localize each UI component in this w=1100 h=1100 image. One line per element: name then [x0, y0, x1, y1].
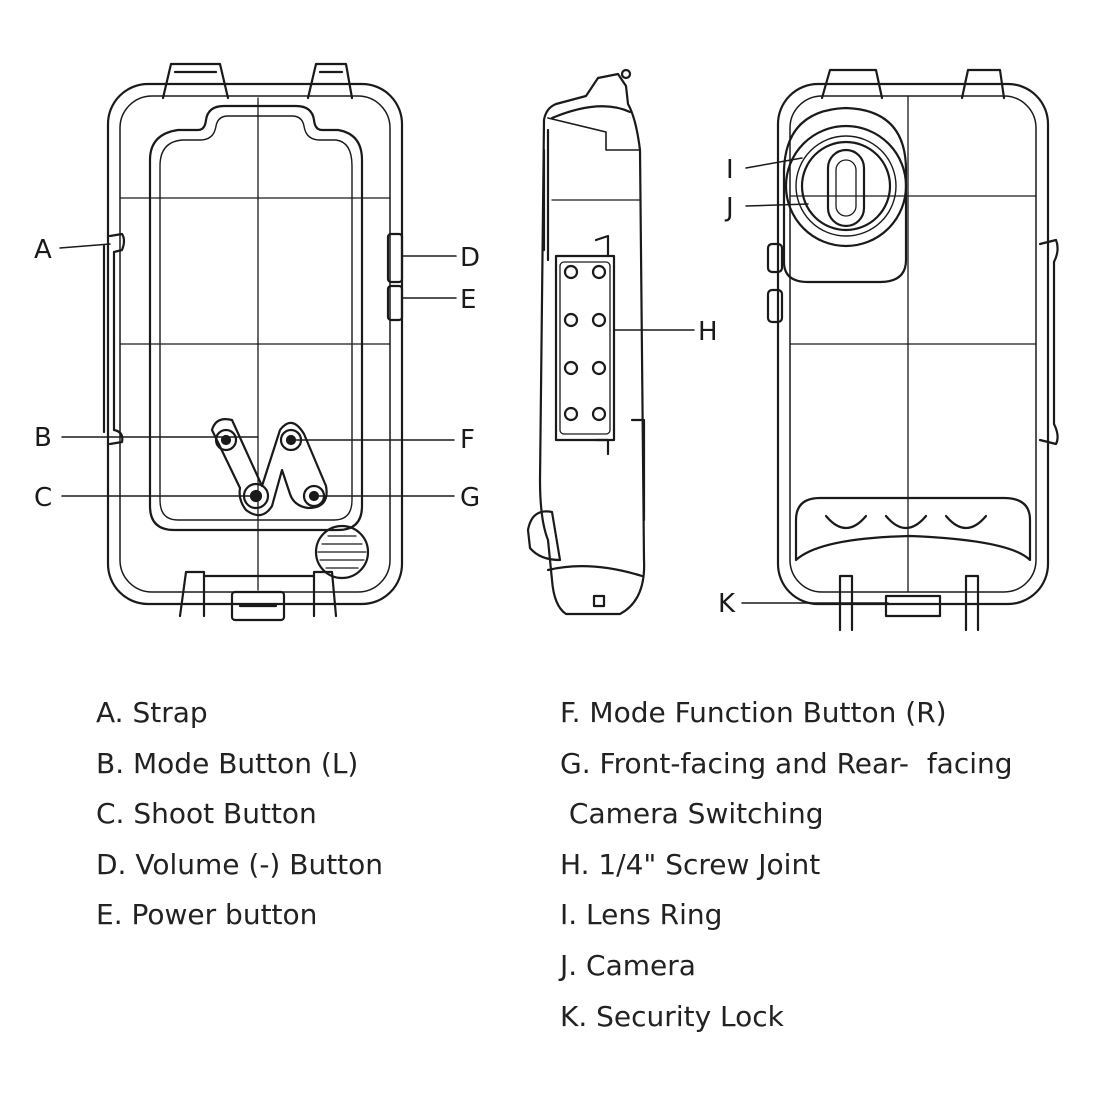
- back-view: [741, 68, 1059, 632]
- screw-holes: [563, 264, 607, 422]
- front-outer-shell: [106, 82, 404, 606]
- front-bottom-lock: [230, 590, 286, 622]
- volume-button: [386, 232, 404, 284]
- mode-button-l: [214, 428, 238, 452]
- legend-item-c: C. Shoot Button: [96, 797, 317, 831]
- legend-item-h: H. 1/4" Screw Joint: [560, 847, 821, 881]
- back-strap: [1038, 238, 1059, 446]
- legend-item-b: B. Mode Button (L): [96, 746, 359, 780]
- button-group: [210, 418, 328, 517]
- callout-g: G: [460, 483, 480, 513]
- callout-i: I: [726, 155, 734, 185]
- legend-item-f: F. Mode Function Button (R): [560, 696, 947, 729]
- legend-item-k: K. Security Lock: [560, 999, 784, 1033]
- legend-item-g-continued: Camera Switching: [560, 797, 824, 831]
- screw-plate: [554, 254, 616, 442]
- callout-h: H: [698, 317, 718, 347]
- callout-c: C: [34, 483, 52, 513]
- legend-item-g: G. Front-facing and Rear- facing: [560, 746, 1013, 780]
- callout-f: F: [460, 425, 475, 455]
- vent-grille: [314, 524, 370, 580]
- legend-left: A. Strap B. Mode Button (L) C. Shoot But…: [96, 688, 596, 941]
- legend-item-e: E. Power button: [96, 898, 318, 932]
- side-view: [526, 68, 695, 616]
- legend-item-d: D. Volume (-) Button: [96, 847, 384, 881]
- strap: [108, 232, 126, 446]
- callout-k: K: [718, 589, 736, 619]
- legend-item-j: J. Camera: [560, 948, 696, 982]
- legend-item-i: I. Lens Ring: [560, 898, 723, 932]
- camera-module: [782, 106, 908, 284]
- callout-d: D: [460, 243, 480, 273]
- callout-b: B: [34, 423, 52, 453]
- legend-right: F. Mode Function Button (R) G. Front-fac…: [560, 688, 1080, 1042]
- callout-a: A: [34, 235, 52, 265]
- lens-ring: [784, 124, 908, 248]
- back-outer-shell: [776, 82, 1050, 606]
- front-view: [59, 62, 457, 622]
- finger-grip: [794, 496, 1032, 562]
- security-lock: [884, 594, 942, 618]
- screen-window: [148, 104, 364, 532]
- camera-lens: [800, 140, 892, 232]
- legend-item-a: A. Strap: [96, 696, 208, 729]
- callout-e: E: [460, 285, 476, 315]
- product-diagram: A B C D E F G H I J K: [34, 62, 1059, 632]
- callout-j: J: [724, 193, 734, 223]
- side-outer-shell: [538, 72, 646, 616]
- power-button: [386, 284, 404, 322]
